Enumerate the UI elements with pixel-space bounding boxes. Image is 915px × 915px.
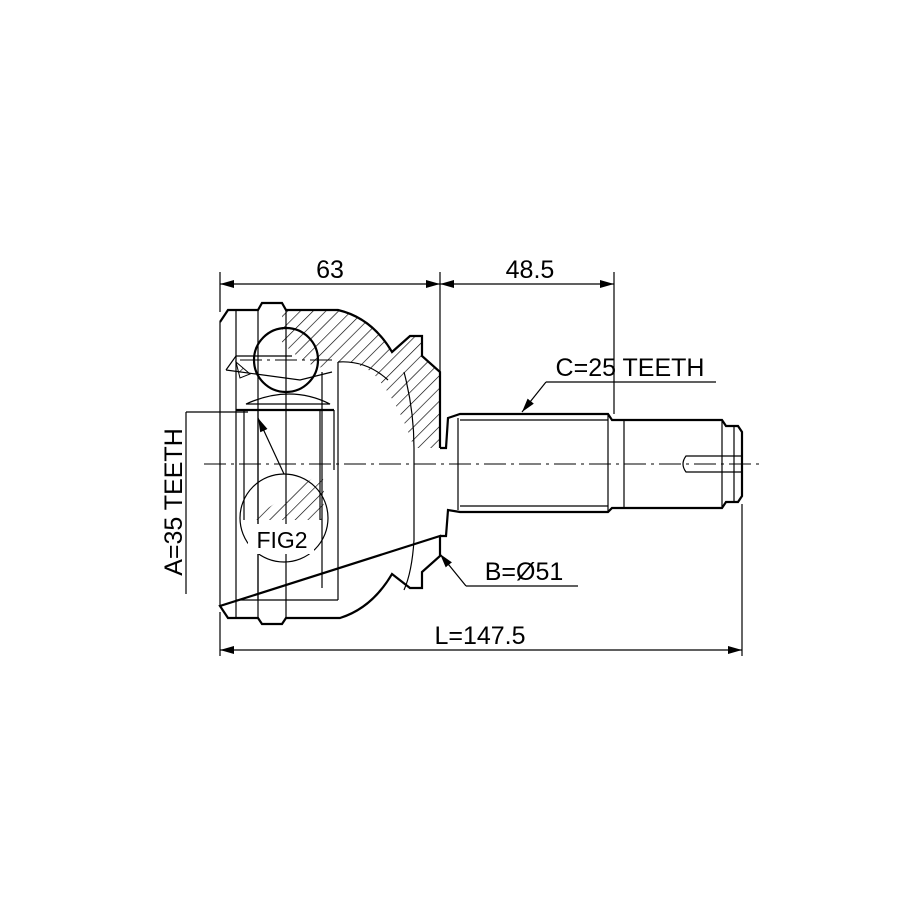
fig2-label: FIG2 [256,527,307,553]
dimension-63: 63 [219,256,441,372]
housing-outline [218,301,442,626]
spline-a-callout: A=35 TEETH [160,411,248,594]
spline-c-label: C=25 TEETH [556,354,705,382]
spline-c-callout: C=25 TEETH [521,354,716,413]
dim-48-5-label: 48.5 [506,256,555,284]
fig2-detail: FIG2 [239,417,329,563]
seal-b-callout: B=Ø51 [439,553,578,587]
dimension-total-length: L=147.5 [219,504,743,656]
ball-cage [225,316,333,405]
stub-shaft [440,412,744,538]
total-length-label: L=147.5 [434,622,525,650]
seal-b-label: B=Ø51 [485,558,564,586]
spline-a-label: A=35 TEETH [160,428,188,576]
dim-63-label: 63 [316,256,344,284]
inner-race [236,408,338,601]
dimension-48-5: 48.5 [440,256,615,414]
